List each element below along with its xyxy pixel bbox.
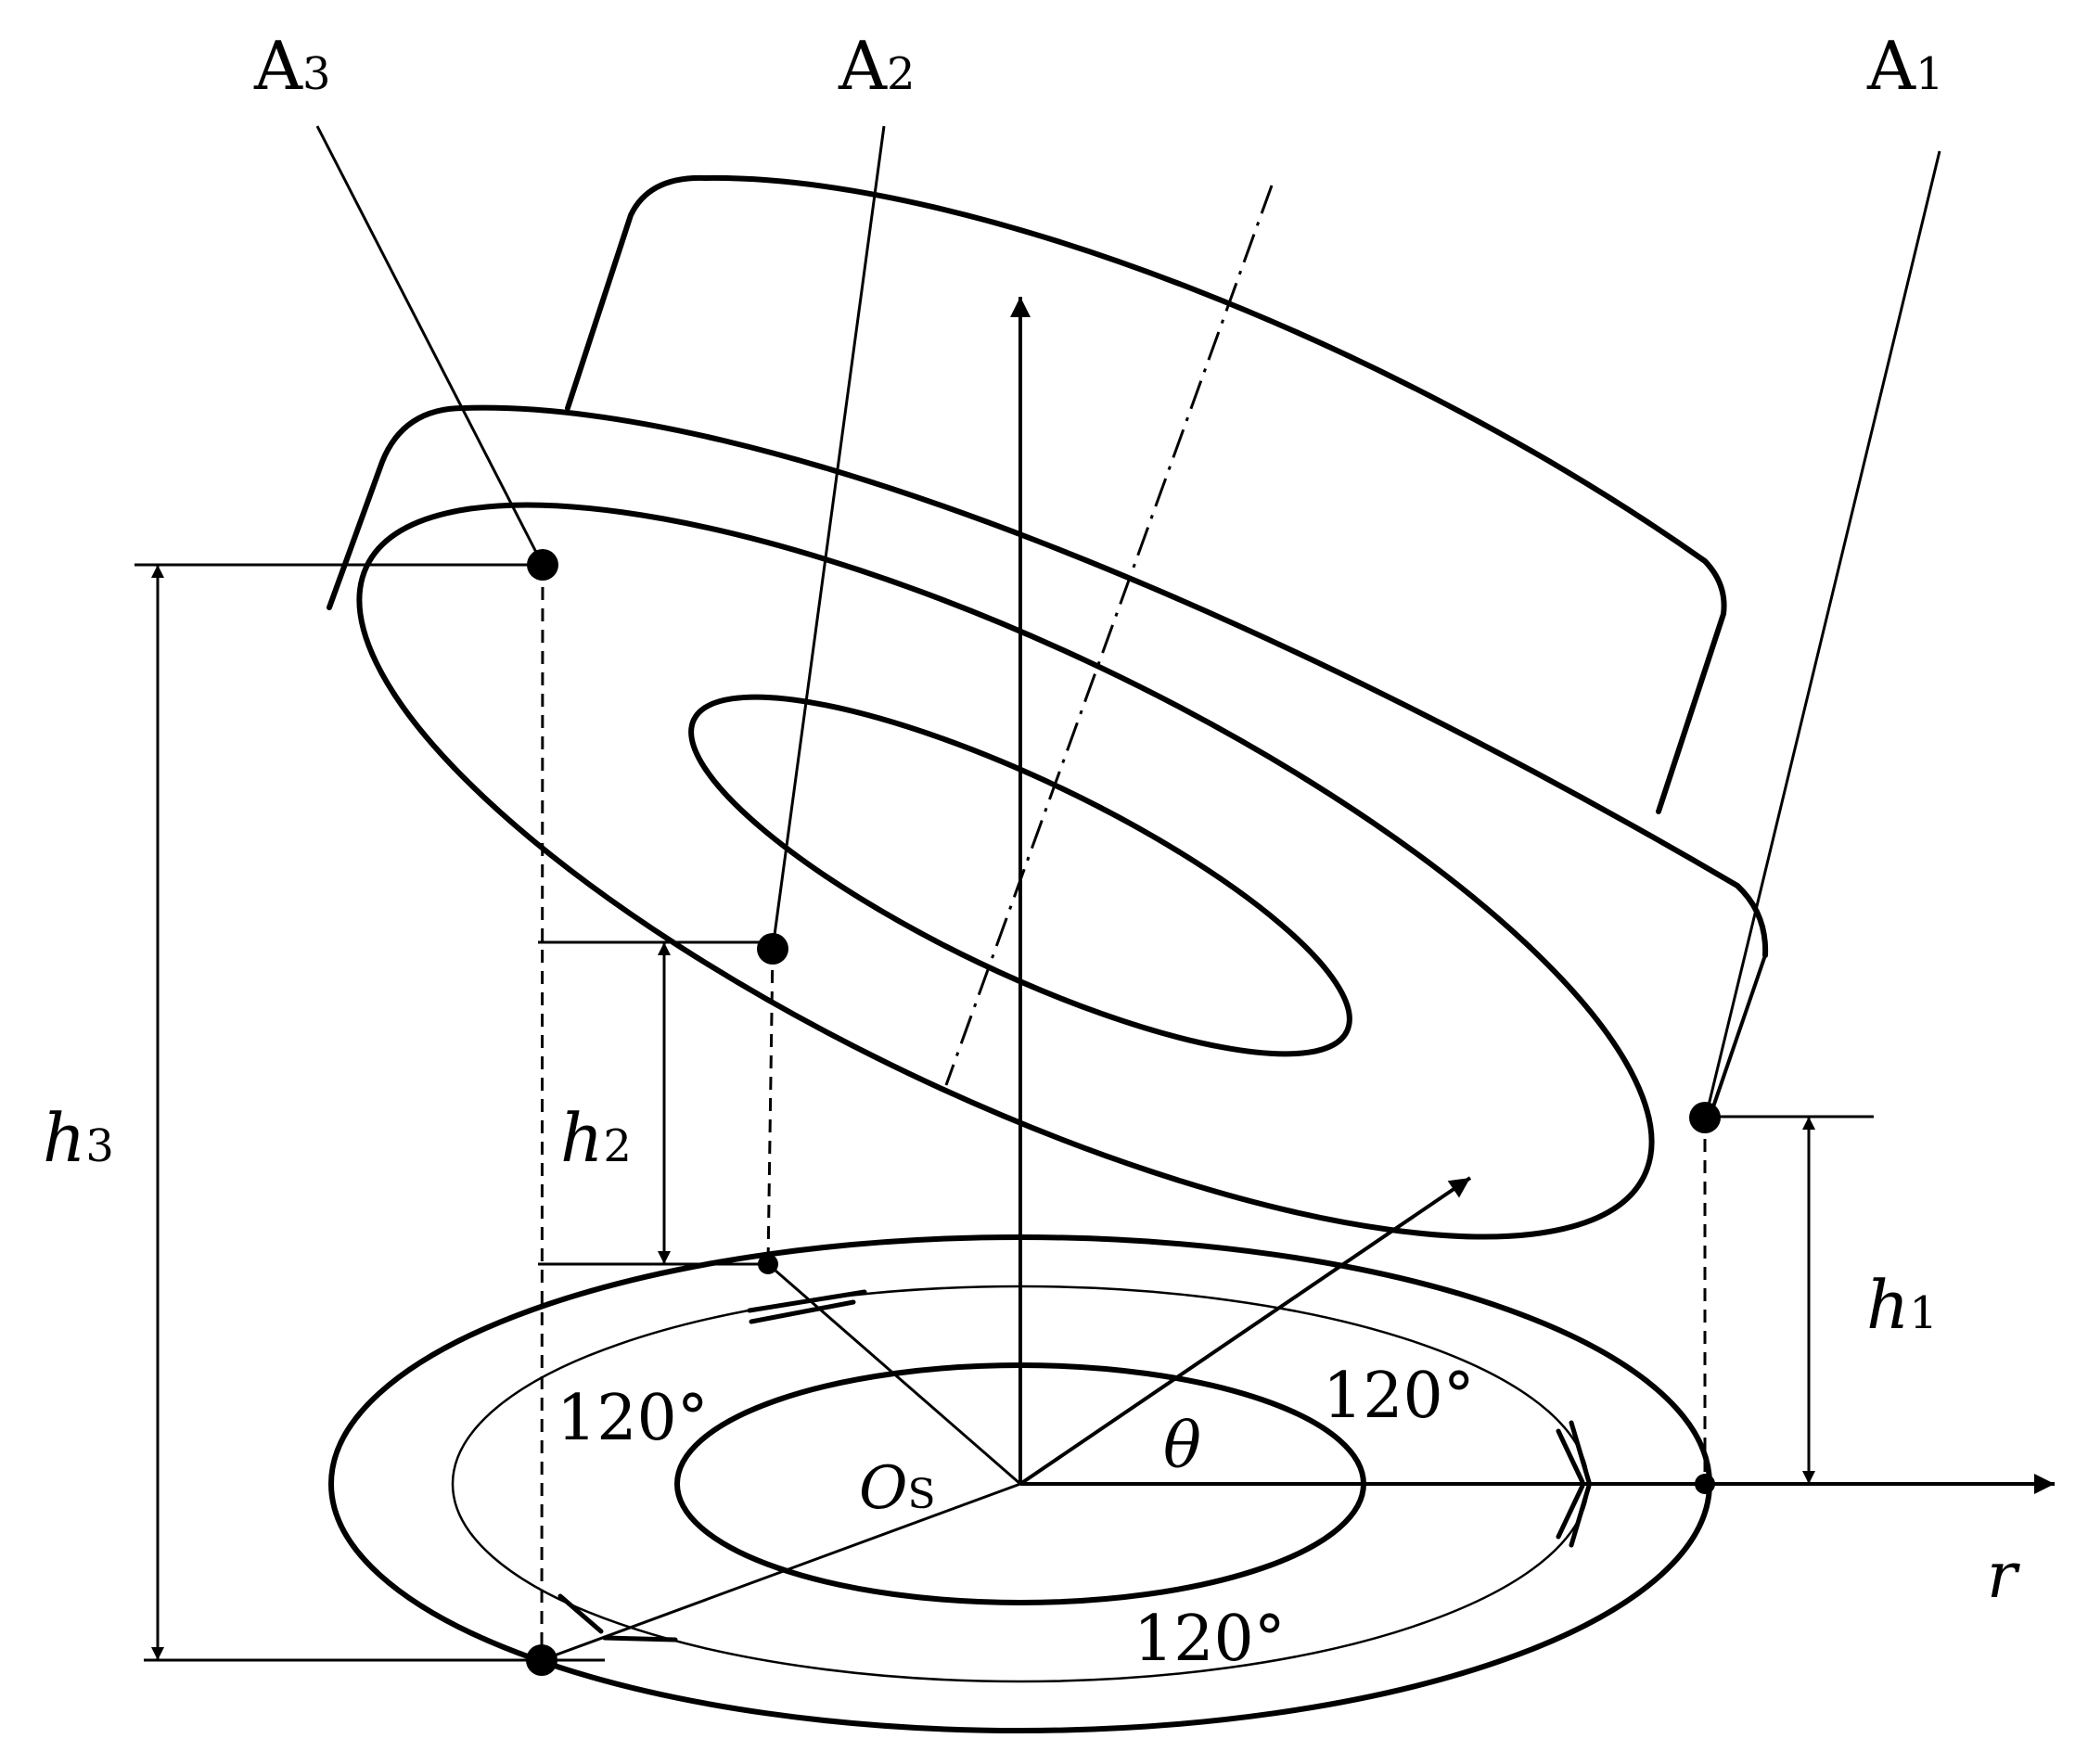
labels: A3 A2 A1 h3 h2 h1 120° 120° 120° θ OS r: [43, 27, 2020, 1676]
label-h2: h2: [560, 1099, 632, 1177]
projection-lines: [540, 565, 1707, 1661]
leader-a2: [771, 125, 886, 950]
point-a2: [757, 933, 788, 965]
ray-to-a2: [767, 1262, 1021, 1486]
point-a2-base: [758, 1254, 778, 1274]
leader-a1: [1705, 150, 1941, 1114]
point-a3: [527, 549, 558, 581]
label-r-axis: r: [1987, 1540, 2020, 1613]
arrowhead-right-upper: [1556, 1420, 1592, 1485]
bore-ellipse: [688, 694, 1352, 1057]
dimension-extension-lines: [135, 563, 1874, 1662]
radial-lines: [541, 1176, 2055, 1662]
tilted-axis: [944, 185, 1274, 1086]
label-angle-upper-right: 120°: [1323, 1360, 1475, 1433]
label-theta: θ: [1163, 1410, 1201, 1483]
leader-lines: [315, 125, 1941, 1114]
point-a3-base: [526, 1644, 557, 1676]
proj-a3: [540, 565, 544, 1661]
label-h1: h1: [1866, 1266, 1938, 1344]
label-origin: OS: [859, 1454, 936, 1523]
label-a1: A1: [1866, 27, 1944, 105]
leader-a3: [315, 125, 544, 566]
ray-to-a3: [541, 1482, 1021, 1662]
flange-corner-edge: [1707, 953, 1767, 1122]
flange-top-outline: [327, 404, 1769, 958]
proj-a2: [766, 948, 775, 1265]
label-a2: A2: [838, 27, 916, 105]
dimension-arrows: [151, 565, 1815, 1660]
arrowhead-bottom: [557, 1593, 678, 1643]
angle-arrowheads: [557, 1289, 1592, 1643]
tilted-cylinder: [327, 174, 1769, 1240]
label-angle-bottom: 120°: [1134, 1603, 1286, 1676]
label-angle-upper-left: 120°: [557, 1382, 709, 1455]
flange-bottom-ellipse: [356, 502, 1655, 1240]
hub-top-outline: [565, 174, 1727, 814]
points: [526, 549, 1721, 1676]
label-h3: h3: [43, 1099, 114, 1177]
label-a3: A3: [253, 27, 331, 105]
arrowhead-right-lower: [1556, 1483, 1592, 1548]
point-a1-base: [1695, 1474, 1715, 1494]
theta-ray: [1018, 1176, 1472, 1486]
point-a1: [1689, 1102, 1721, 1133]
arrowhead-top: [747, 1289, 867, 1324]
